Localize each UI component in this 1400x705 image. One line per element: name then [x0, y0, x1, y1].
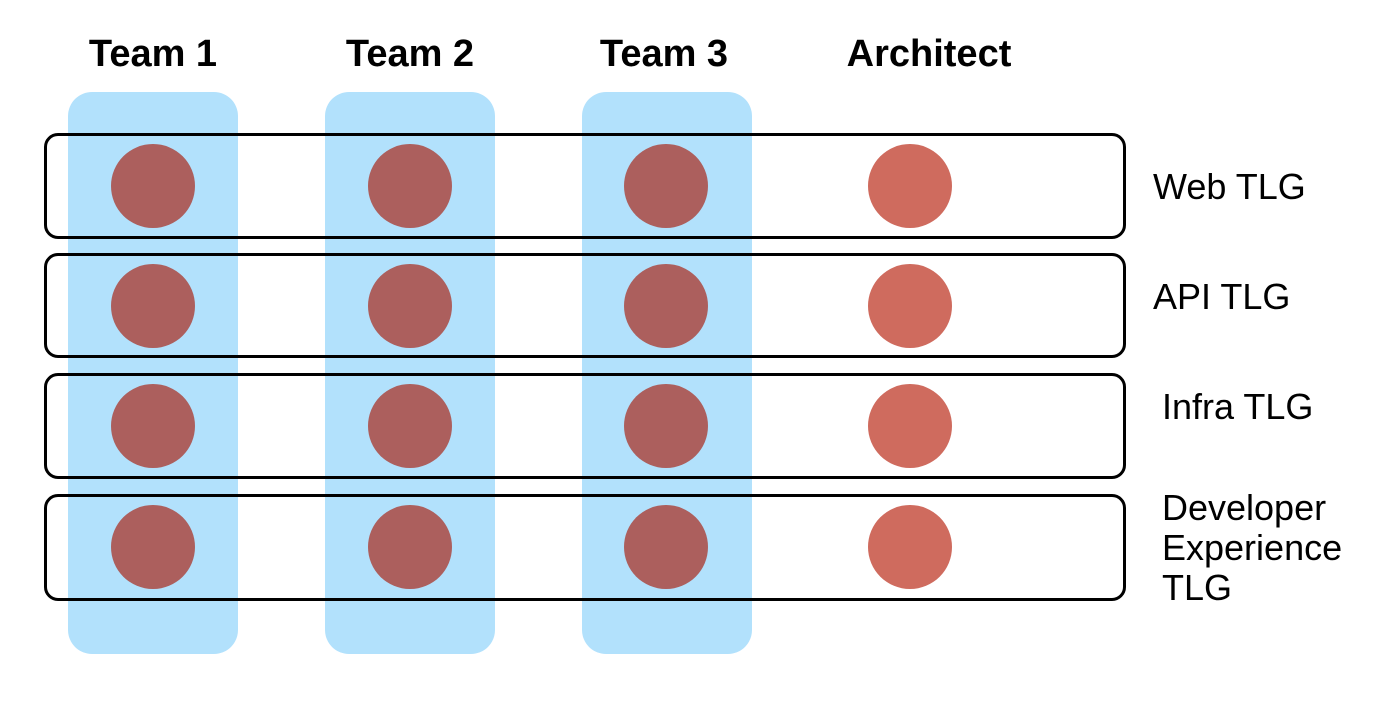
row-box-developer-experience-tlg: [44, 494, 1126, 601]
member-api-team-3: [624, 264, 708, 348]
member-infra-team-2: [368, 384, 452, 468]
member-devex-team-1: [111, 505, 195, 589]
member-infra-team-1: [111, 384, 195, 468]
row-label-web-tlg: Web TLG: [1153, 166, 1306, 207]
member-infra-team-3: [624, 384, 708, 468]
column-header-team-3: Team 3: [599, 33, 729, 75]
member-api-architect: [868, 264, 952, 348]
row-label-infra-tlg: Infra TLG: [1162, 386, 1314, 427]
column-header-team-2: Team 2: [345, 33, 475, 75]
member-infra-architect: [868, 384, 952, 468]
row-label-api-tlg: API TLG: [1153, 276, 1291, 317]
member-web-team-3: [624, 144, 708, 228]
row-box-api-tlg: [44, 253, 1126, 358]
member-api-team-2: [368, 264, 452, 348]
member-devex-architect: [868, 505, 952, 589]
column-header-architect: Architect: [846, 33, 1012, 75]
member-api-team-1: [111, 264, 195, 348]
row-label-developer-experience-tlg: Developer Experience TLG: [1162, 487, 1343, 608]
row-box-web-tlg: [44, 133, 1126, 239]
member-devex-team-3: [624, 505, 708, 589]
column-header-team-1: Team 1: [88, 33, 218, 75]
member-web-team-2: [368, 144, 452, 228]
member-web-team-1: [111, 144, 195, 228]
member-devex-team-2: [368, 505, 452, 589]
member-web-architect: [868, 144, 952, 228]
row-box-infra-tlg: [44, 373, 1126, 479]
